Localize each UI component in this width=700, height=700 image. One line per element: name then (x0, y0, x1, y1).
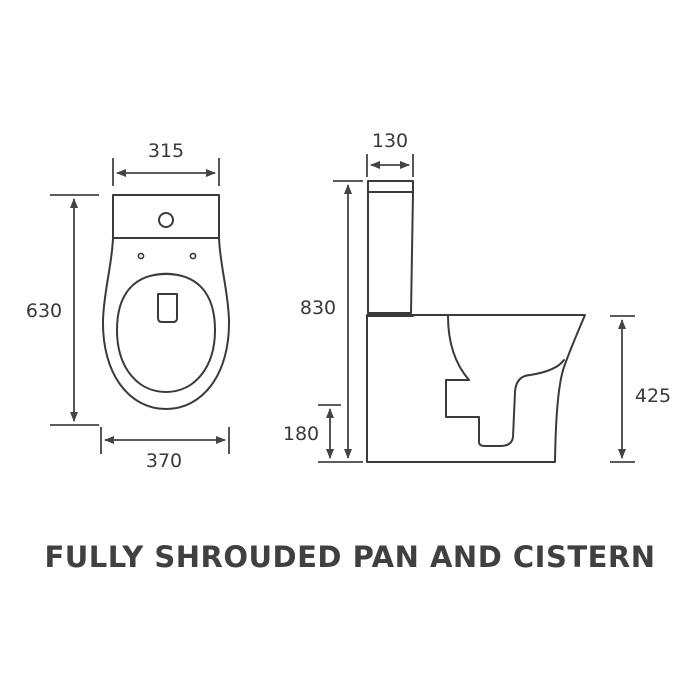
dimension-425: 425 (610, 315, 671, 463)
bowl-outline (101, 237, 231, 410)
hinge-hole-right-icon (189, 252, 197, 260)
hinge-hole-left-icon (137, 252, 145, 260)
dimension-label-830: 830 (300, 297, 336, 319)
pan-trap-profile (445, 315, 565, 447)
cistern-side-outline (367, 180, 414, 314)
dimension-label-130: 130 (372, 130, 408, 152)
dimension-130: 130 (366, 130, 414, 177)
seat-hinge-cap (149, 272, 183, 277)
flush-button-icon (158, 212, 174, 228)
dimension-label-425: 425 (635, 385, 671, 407)
cistern-top-outline (112, 194, 220, 239)
bowl-outlet (157, 293, 178, 323)
dimension-830: 830 (300, 180, 363, 459)
dimension-label-630: 630 (26, 300, 62, 322)
pan-side-outline (366, 314, 586, 463)
dimension-label-180: 180 (283, 423, 319, 445)
product-caption: FULLY SHROUDED PAN AND CISTERN (44, 540, 656, 574)
top-view: 315 630 370 (26, 140, 231, 472)
dimension-370: 370 (100, 427, 230, 472)
dimension-315: 315 (112, 140, 220, 186)
dimension-180: 180 (283, 404, 363, 463)
side-view: 130 830 180 425 (283, 130, 671, 463)
dimension-label-370: 370 (146, 450, 182, 472)
dimension-630: 630 (26, 194, 99, 426)
seat-outline (116, 273, 216, 393)
dimension-label-315: 315 (148, 140, 184, 162)
